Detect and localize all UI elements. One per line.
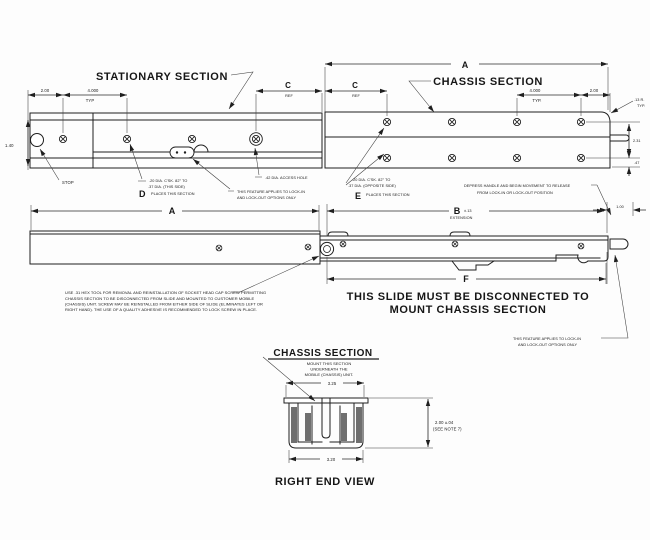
top-assembly-view: STATIONARY SECTION CHASSIS SECTION A 2.0… [5, 60, 645, 216]
feature-note-line1: THIS FEATURE APPLIES TO LOCK-IN [237, 190, 305, 194]
dim-b-tolerance: ±.13 [464, 209, 472, 213]
stop-pin [30, 133, 44, 147]
screw-icon [122, 134, 132, 144]
hex-note-line1: USE .31 HEX TOOL FOR REMOVAL AND REINSTA… [65, 290, 266, 295]
dim-1-40: 1.40 [5, 143, 14, 148]
dim-c2-ref: REF [352, 94, 360, 98]
feature-note-bottom-line2: AND LOCK-OUT OPTIONS ONLY [518, 343, 578, 347]
stop-label: STOP [62, 180, 74, 185]
stationary-section-title: STATIONARY SECTION [96, 71, 228, 83]
top-dimension-lines [25, 61, 632, 176]
d-note-line3: PLACES THIS SECTION [151, 192, 195, 196]
dim-c2: C [352, 81, 358, 90]
screw-icon [447, 117, 457, 127]
chassis-section-title: CHASSIS SECTION [433, 76, 543, 88]
depress-note-line2: FROM LOCK-IN OR LOCK-OUT POSITION [477, 191, 553, 195]
screw-icon [576, 117, 586, 127]
endview-leader-lines [262, 356, 379, 403]
e-letter: E [355, 191, 361, 201]
dim-2-00-left: 2.00 [41, 88, 50, 93]
dim-1-00: 1.00 [616, 205, 624, 209]
screw-icon [382, 117, 392, 127]
depress-note-line1: DEPRESS HANDLE AND BEGIN MOVEMENT TO REL… [464, 184, 571, 188]
bearing-strip [305, 413, 311, 441]
screw-icon [58, 134, 68, 144]
extended-slide-view: A B ±.13 EXTENSION 1.00 F THIS SLIDE MUS… [29, 202, 646, 347]
dim-f: F [463, 274, 469, 284]
screw-icon [382, 153, 392, 163]
mount-note-line3: MOBILE (CHASSIS) UNIT. [305, 372, 354, 377]
dim-13r-typ: TYP. [637, 104, 645, 108]
d-letter: D [139, 189, 146, 199]
screw-icon [447, 153, 457, 163]
cross-section-outline [283, 397, 369, 449]
bearing-strip [356, 407, 362, 443]
dim-2-00-right: 2.00 [590, 88, 599, 93]
d-note-line2: .37 DIA. (THIS SIDE) [148, 185, 186, 189]
dim-a-top: A [462, 60, 469, 70]
access-hole-note: .42 DIA. ACCESS HOLE [265, 176, 308, 180]
endview-chassis-title: CHASSIS SECTION [273, 348, 372, 359]
dim-4000-right: 4.000 [530, 88, 542, 93]
dim-b: B [454, 206, 461, 216]
feature-note-line2: AND LOCK-OUT OPTIONS ONLY [237, 196, 297, 200]
right-end-view-caption: RIGHT END VIEW [275, 476, 375, 488]
hex-note-line4: RIGHT HAND). THE USE OF A QUALITY ADHESI… [65, 307, 257, 312]
e-note-line1: .20 DIA. C'SK. 82° TO [352, 178, 390, 182]
right-end-view: CHASSIS SECTION MOUNT THIS SECTION UNDER… [262, 348, 462, 488]
dim-height-note: (SEE NOTE 7) [433, 427, 462, 432]
disconnect-warning-line1: THIS SLIDE MUST BE DISCONNECTED TO [347, 291, 590, 303]
access-hole [249, 132, 263, 146]
screw-icon [304, 243, 312, 251]
endview-extension-lines [285, 385, 433, 463]
screw-icon [512, 117, 522, 127]
inner-slide-outline [319, 231, 629, 271]
dim-c1: C [285, 81, 291, 90]
dim-2-31: 2.31 [633, 139, 641, 143]
outer-rail-outline [29, 230, 321, 265]
mount-note-line1: MOUNT THIS SECTION [307, 361, 352, 366]
hex-note-line3: (CHASSIS) UNIT. SCREW MAY BE REINSTALLED… [65, 302, 263, 307]
endview-dimension-lines [286, 380, 431, 462]
dim-2-00-height: 2.00 ±.04 [435, 420, 454, 425]
screw-icon [187, 134, 197, 144]
dim-4000-left: 4.000 [88, 88, 100, 93]
extended-dimension-lines [31, 207, 646, 282]
socket-cap-screw [319, 241, 335, 257]
hex-note-line2: CHASSIS SECTION TO BE DISCONNECTED FROM … [65, 296, 255, 301]
typ-right: TYP. [532, 98, 541, 103]
stationary-rail-outline [29, 112, 323, 169]
dim-c1-ref: REF [285, 94, 293, 98]
feature-note-bottom-line1: THIS FEATURE APPLIES TO LOCK-IN [513, 337, 581, 341]
dim-b-extension-label: EXTENSION [450, 216, 473, 220]
dim-13r: .13 R. [634, 98, 644, 102]
top-leader-lines [38, 71, 634, 216]
screw-icon [451, 240, 459, 248]
dim-a-extended: A [169, 206, 176, 216]
lock-slot [169, 146, 195, 159]
dim-47: .47 [634, 161, 639, 165]
dim-3-25: 3.25 [328, 381, 337, 386]
bearing-strip [341, 413, 347, 441]
extended-leader-lines [233, 254, 629, 339]
screw-icon [577, 242, 585, 250]
typ-left: TYP [86, 98, 95, 103]
disconnect-warning-line2: MOUNT CHASSIS SECTION [390, 304, 547, 316]
extended-extension-lines [30, 202, 634, 284]
d-note-line1: .20 DIA. C'SK. 82° TO [149, 179, 187, 183]
screw-icon [512, 153, 522, 163]
e-note-line3: PLACES THIS SECTION [366, 193, 410, 197]
mount-note-line2: UNDERNEATH THE [310, 367, 348, 372]
screw-icon [576, 153, 586, 163]
bearing-strip [291, 407, 297, 443]
screw-icon [251, 134, 261, 144]
screw-icon [339, 240, 347, 248]
screw-icon [215, 244, 223, 252]
e-note-line2: .37 DIA. (OPPOSITE SIDE) [348, 184, 397, 188]
dim-3-20: 3.20 [327, 457, 336, 462]
